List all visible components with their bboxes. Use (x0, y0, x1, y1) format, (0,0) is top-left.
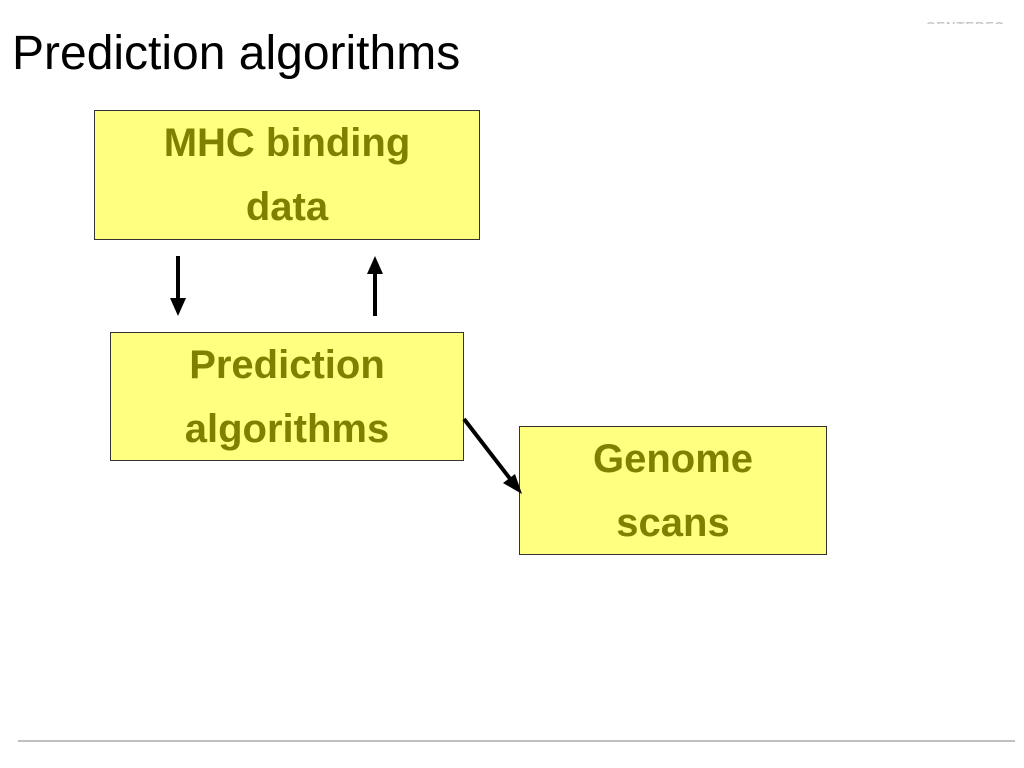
node-label: MHC binding data (163, 121, 411, 229)
node-label: Genome scans (592, 436, 754, 545)
node-mhc-binding-data: MHC binding data (94, 110, 480, 240)
edge-prediction-to-genome (462, 417, 522, 494)
node-prediction-algorithms: Prediction algorithms (110, 332, 464, 461)
footer-divider (18, 740, 1015, 742)
logo: CENTERFO (926, 10, 1016, 24)
edge-prediction-to-mhc (367, 256, 383, 316)
node-genome-scans: Genome scans (519, 426, 827, 555)
node-label: Prediction algorithms (184, 342, 390, 451)
edge-mhc-to-prediction (170, 256, 186, 316)
page-title: Prediction algorithms (12, 27, 461, 80)
